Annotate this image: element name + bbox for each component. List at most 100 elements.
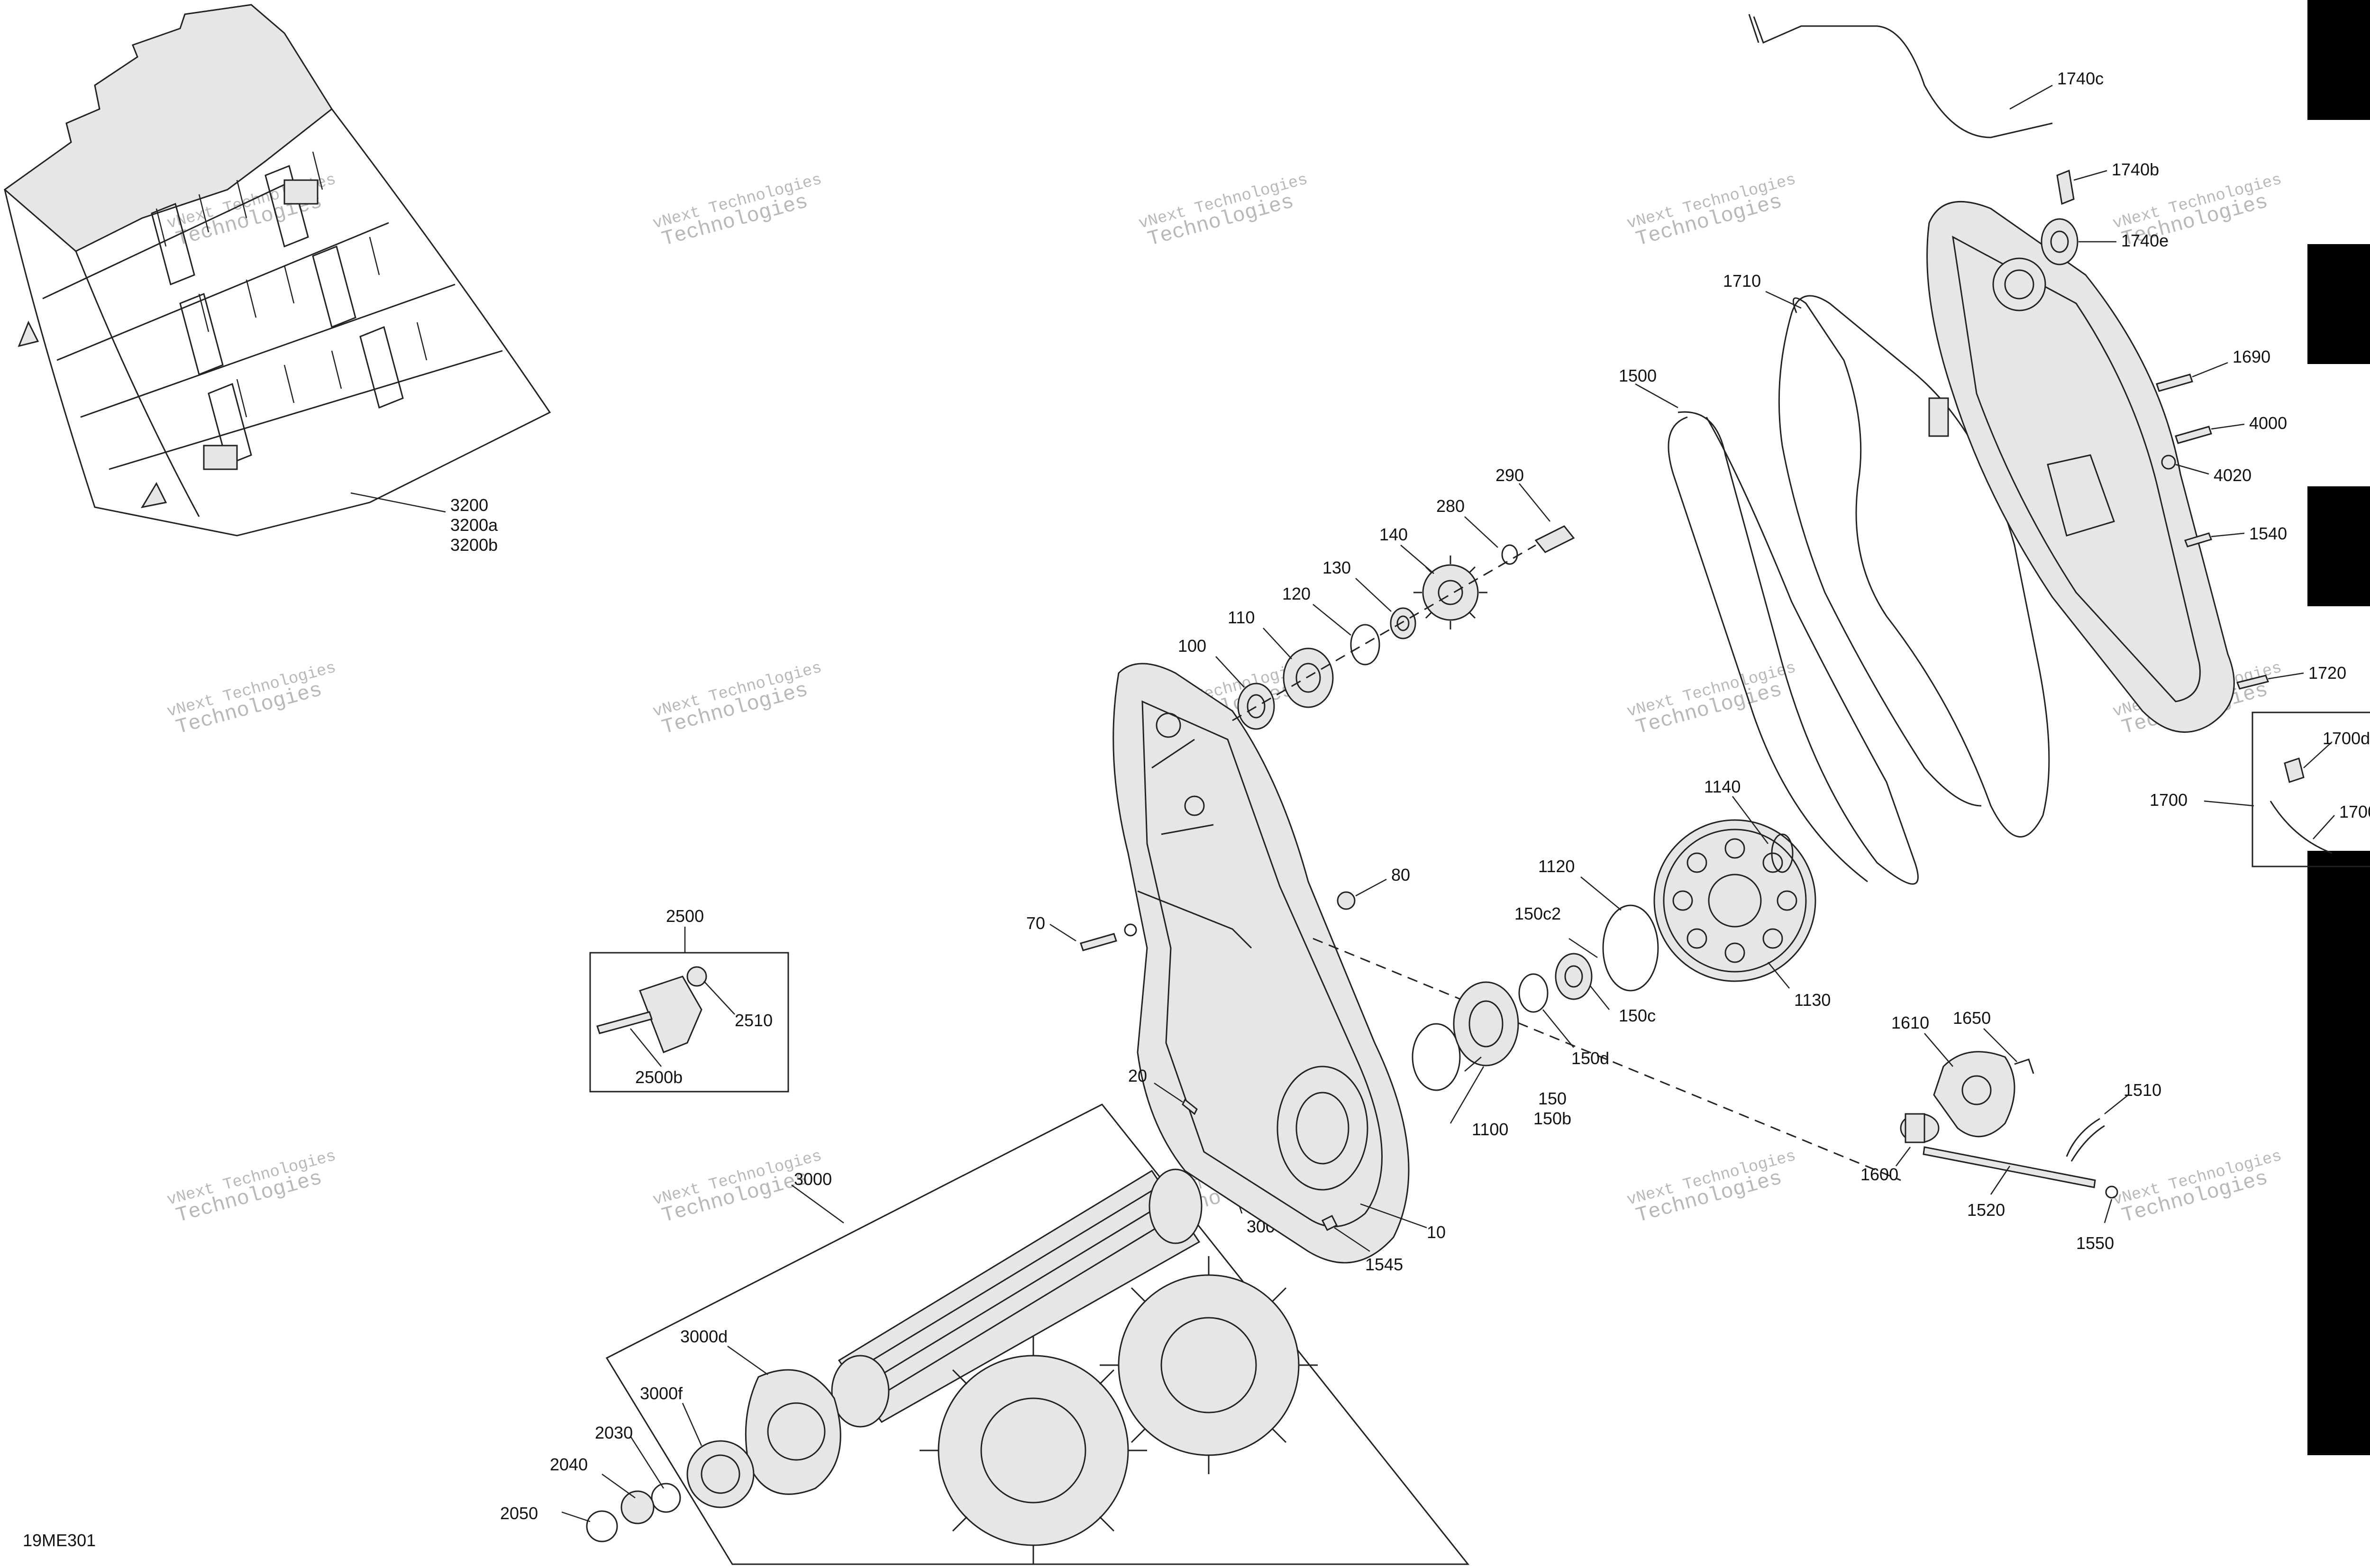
cage-150c[interactable]: [1555, 953, 1593, 1000]
sprocket-140[interactable]: [1413, 556, 1487, 629]
index-tab-3[interactable]: [2307, 486, 2370, 606]
callout-3000d: 3000d: [680, 1327, 728, 1346]
tensioner-arm-1610[interactable]: [1933, 1051, 2015, 1138]
bolt-1540[interactable]: [2184, 532, 2212, 547]
spring-clip-1650[interactable]: [2014, 1058, 2034, 1074]
callout-2500b: 2500b: [635, 1067, 683, 1087]
chaincase-housing[interactable]: [1112, 663, 1410, 1264]
plug-1545[interactable]: [1321, 1214, 1338, 1231]
chain-1500[interactable]: [1668, 411, 1919, 885]
snap-ring-1120[interactable]: [1602, 904, 1659, 992]
ring-150d[interactable]: [1518, 973, 1549, 1013]
tensioner-bracket[interactable]: [639, 975, 702, 1053]
callout-2050: 2050: [500, 1504, 538, 1523]
callout-1545: 1545: [1365, 1255, 1403, 1274]
bolt-4000[interactable]: [2175, 426, 2212, 444]
bolt-1690[interactable]: [2156, 374, 2193, 392]
callout-1690: 1690: [2233, 347, 2270, 366]
index-tab-1[interactable]: [2307, 0, 2370, 120]
callout-150b: 150b: [1533, 1109, 1571, 1128]
callout-1710: 1710: [1723, 271, 1761, 291]
callout-70: 70: [1026, 913, 1045, 933]
bolt-290[interactable]: [1534, 525, 1575, 553]
bearing-110[interactable]: [1283, 647, 1334, 708]
callout-3200b: 3200b: [450, 535, 498, 555]
tensioner-pin[interactable]: [596, 1011, 653, 1034]
sprocket-1130[interactable]: [1653, 819, 1816, 982]
callout-150d: 150d: [1571, 1048, 1609, 1068]
callout-3200: 3200: [450, 495, 488, 515]
drive-axle[interactable]: [831, 1168, 1203, 1428]
nut-80[interactable]: [1337, 891, 1356, 910]
oil-tube-1740c[interactable]: [1753, 16, 2053, 138]
ring-120[interactable]: [1350, 624, 1380, 665]
callout-2030: 2030: [595, 1423, 633, 1442]
callout-1550: 1550: [2076, 1233, 2114, 1253]
drive-sprocket-front[interactable]: [920, 1337, 1147, 1564]
track-segment[interactable]: [3, 4, 551, 537]
screw-20[interactable]: [1182, 1098, 1198, 1115]
callout-4020: 4020: [2214, 465, 2252, 485]
track-clip: [203, 445, 238, 470]
bolt-1720[interactable]: [2236, 675, 2270, 690]
callout-1600: 1600: [1860, 1165, 1898, 1184]
inset-1700: [2252, 711, 2370, 867]
callout-1740e: 1740e: [2121, 231, 2169, 250]
index-tabs: [2307, 0, 2370, 1455]
callout-290: 290: [1495, 465, 1524, 485]
inset-2500: [589, 927, 789, 1093]
callout-100: 100: [1178, 636, 1206, 656]
seal-1740e[interactable]: [2041, 218, 2078, 265]
chaincase-cover[interactable]: [1926, 201, 2235, 733]
inset-3000: [605, 1103, 1470, 1565]
callout-1510: 1510: [2124, 1080, 2161, 1100]
callout-10: 10: [1427, 1222, 1446, 1242]
callout-2040: 2040: [550, 1455, 588, 1474]
seal-1100[interactable]: [1412, 1023, 1461, 1091]
callout-1650: 1650: [1953, 1008, 1991, 1028]
track-clip: [283, 179, 319, 205]
snap-ring-2030[interactable]: [651, 1483, 681, 1513]
callout-120: 120: [1282, 584, 1311, 603]
clip-1700d[interactable]: [2284, 757, 2305, 783]
callout-110: 110: [1228, 608, 1255, 627]
snap-ring-1140[interactable]: [1771, 833, 1794, 873]
washer-2050[interactable]: [586, 1510, 618, 1542]
bearing-flange-3000d[interactable]: [745, 1369, 841, 1495]
callout-1520: 1520: [1967, 1200, 2005, 1220]
bearing-100[interactable]: [1237, 683, 1275, 730]
callout-1100: 1100: [1472, 1120, 1508, 1139]
callout-2510: 2510: [735, 1011, 773, 1030]
callout-1740c: 1740c: [2057, 69, 2104, 88]
callout-280: 280: [1436, 496, 1465, 516]
drive-sprocket-rear[interactable]: [1100, 1256, 1318, 1474]
washer-280[interactable]: [1501, 544, 1518, 565]
washer-1550[interactable]: [2105, 1185, 2118, 1199]
callout-3200a: 3200a: [450, 515, 498, 535]
fitting-1740b[interactable]: [2056, 169, 2075, 205]
bearing-150[interactable]: [1453, 981, 1519, 1067]
bearing-3000f[interactable]: [686, 1440, 755, 1508]
cotter-pin-1510[interactable]: [2066, 1118, 2105, 1162]
callout-2500: 2500: [666, 906, 704, 926]
index-tab-2[interactable]: [2307, 244, 2370, 364]
callout-1130: 1130: [1794, 990, 1831, 1010]
gasket-1710[interactable]: [1778, 295, 2050, 838]
nut-2040[interactable]: [620, 1490, 655, 1524]
roller-1600[interactable]: [1900, 1113, 1940, 1143]
hose-1700f[interactable]: [2270, 801, 2333, 854]
bolt-70[interactable]: [1080, 933, 1117, 951]
washer-70[interactable]: [1124, 923, 1137, 937]
index-tab-4[interactable]: [2307, 851, 2370, 1455]
callout-80: 80: [1391, 865, 1410, 884]
tensioner-nut[interactable]: [686, 966, 707, 987]
washer-4020[interactable]: [2161, 455, 2176, 470]
spacer-130[interactable]: [1390, 607, 1416, 639]
callout-1700d: 1700d: [2323, 729, 2370, 748]
